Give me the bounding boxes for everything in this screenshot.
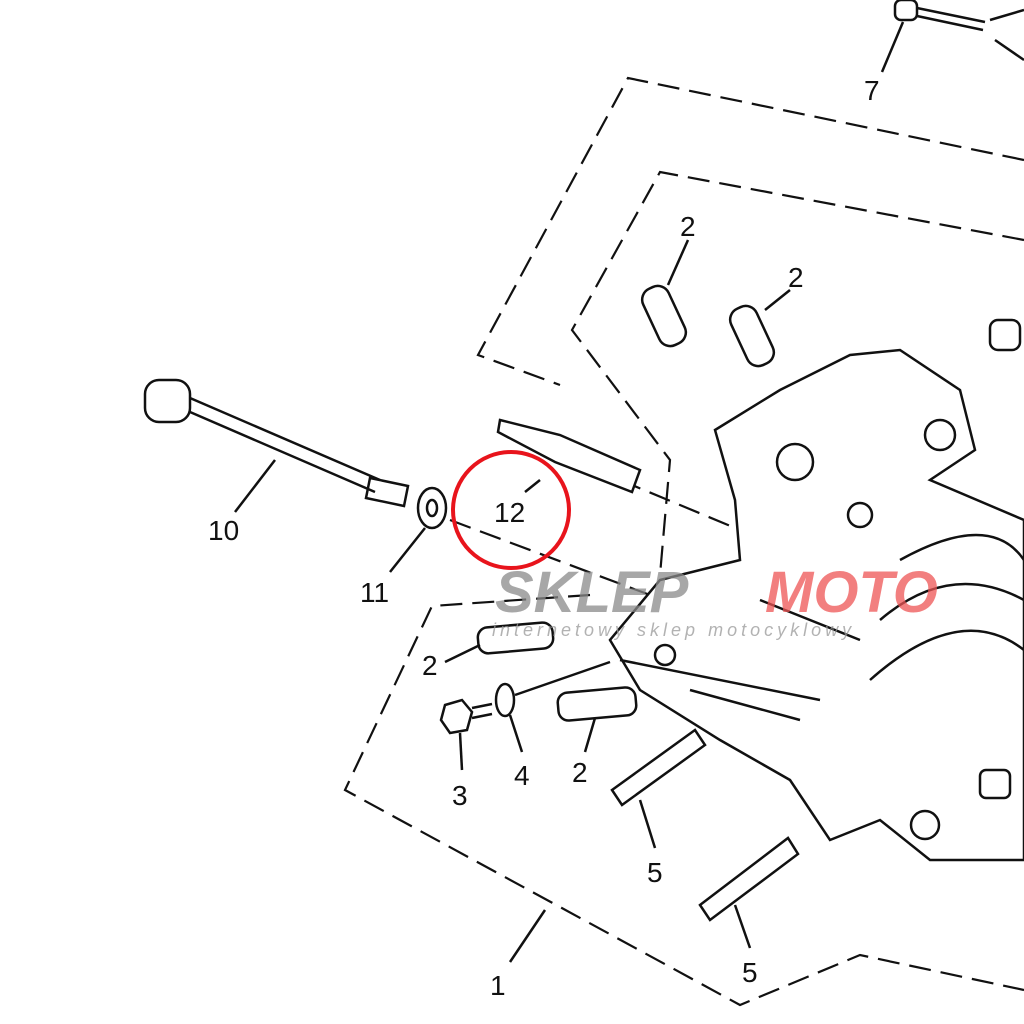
lower-group-outline — [343, 593, 1024, 1007]
dowel-pin-lower-left[interactable] — [444, 621, 555, 664]
callout-2: 2 — [422, 650, 438, 681]
bolt-7[interactable] — [880, 0, 1024, 73]
bolt-10[interactable] — [143, 378, 410, 513]
washer-11[interactable] — [389, 486, 448, 573]
watermark-logo: SKLEP MOTO internetowy sklep motocyklowy — [492, 560, 938, 640]
svg-text:internetowy sklep motocyklowy: internetowy sklep motocyklowy — [492, 620, 855, 640]
callout-2: 2 — [680, 211, 696, 242]
outer-group-outline — [476, 76, 1024, 387]
spark-plug-12[interactable] — [496, 418, 642, 494]
stud-bolt-5-lower[interactable] — [698, 836, 800, 949]
dowel-pin-upper-left[interactable] — [638, 239, 690, 350]
callout-3: 3 — [452, 780, 468, 811]
callout-4: 4 — [514, 760, 530, 791]
callout-5: 5 — [742, 957, 758, 988]
bolt-3[interactable] — [439, 698, 493, 771]
callout-12: 12 — [494, 497, 525, 528]
callout-11: 11 — [360, 577, 389, 608]
stud-bolt-5-upper[interactable] — [610, 728, 707, 849]
dowel-pin-upper-right[interactable] — [726, 289, 791, 370]
svg-text:MOTO: MOTO — [765, 560, 938, 625]
washer-4[interactable] — [494, 660, 611, 753]
cylinder-head[interactable] — [608, 318, 1024, 862]
svg-text:SKLEP: SKLEP — [495, 560, 689, 625]
callout-7: 7 — [864, 75, 880, 106]
callout-2: 2 — [572, 757, 588, 788]
callout-10: 10 — [208, 515, 239, 546]
dowel-pin-lower-right[interactable] — [556, 686, 638, 753]
callout-2: 2 — [788, 262, 804, 293]
highlight-circle — [451, 450, 571, 570]
callout-1: 1 — [490, 970, 506, 1001]
callout-5: 5 — [647, 857, 663, 888]
